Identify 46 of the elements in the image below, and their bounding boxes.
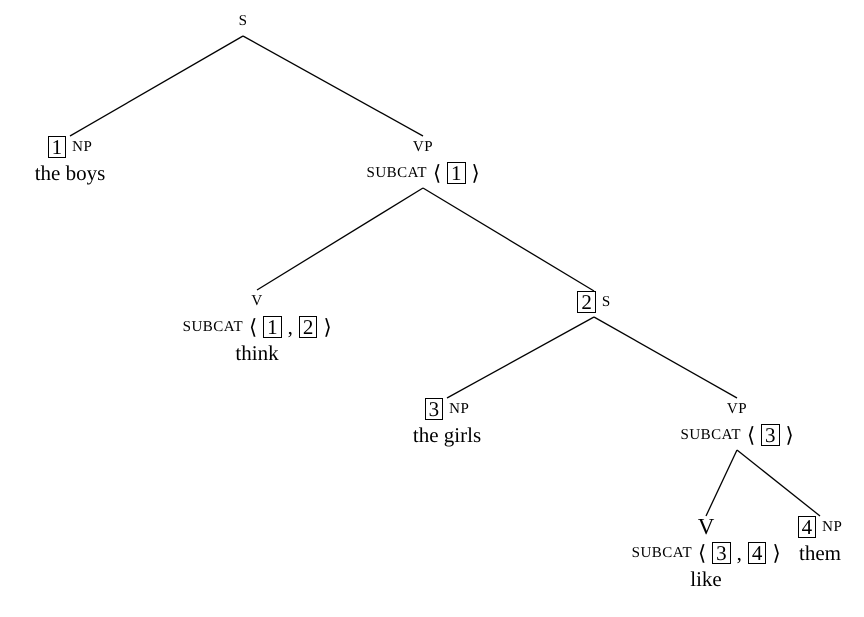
category-label: S (238, 12, 248, 32)
angle-bracket: ⟩ (323, 316, 332, 338)
category-label: NP (449, 400, 470, 420)
boxed-tag: 1 (48, 136, 66, 158)
angle-bracket: ⟨ (698, 542, 706, 564)
tree-branch (705, 450, 738, 516)
angle-bracket: ⟨ (747, 424, 756, 446)
tree-branch (736, 450, 820, 516)
boxed-tag: 1 (263, 316, 282, 338)
tree-branch (256, 187, 424, 291)
category-label: S (602, 293, 611, 312)
angle-bracket: ⟩ (786, 424, 794, 446)
tree-branch (446, 316, 594, 399)
angle-bracket: , (736, 542, 742, 564)
boxed-tag: 3 (424, 398, 444, 420)
category-label: V (698, 516, 714, 538)
boxed-tag: 3 (712, 542, 731, 564)
boxed-tag: 1 (447, 162, 466, 184)
boxed-tag: 2 (298, 316, 318, 338)
boxed-tag: 4 (748, 542, 766, 564)
word-label: them (799, 542, 841, 564)
word-label: the girls (412, 424, 482, 446)
feature-label: SUBCAT (680, 426, 742, 446)
boxed-tag: 4 (798, 516, 816, 538)
tree-branch (422, 187, 594, 292)
feature-label: SUBCAT (366, 164, 428, 184)
tree-branch (242, 35, 424, 137)
feature-label: SUBCAT (632, 544, 692, 564)
word-label: the boys (34, 162, 106, 184)
category-label: NP (72, 138, 92, 158)
angle-bracket: ⟨ (249, 316, 258, 338)
category-label: V (251, 292, 263, 312)
angle-bracket: ⟨ (433, 162, 442, 184)
feature-label: SUBCAT (182, 318, 244, 338)
angle-bracket: ⟩ (472, 162, 480, 184)
tree-branch (594, 316, 738, 399)
angle-bracket: , (288, 316, 293, 338)
category-label: NP (822, 518, 842, 538)
tree-branch (70, 35, 244, 137)
boxed-tag: 3 (761, 424, 780, 446)
category-label: VP (726, 400, 748, 420)
angle-bracket: ⟩ (772, 542, 780, 564)
word-label: like (690, 568, 722, 590)
word-label: think (235, 342, 279, 364)
boxed-tag: 2 (577, 291, 596, 314)
category-label: VP (412, 138, 434, 158)
